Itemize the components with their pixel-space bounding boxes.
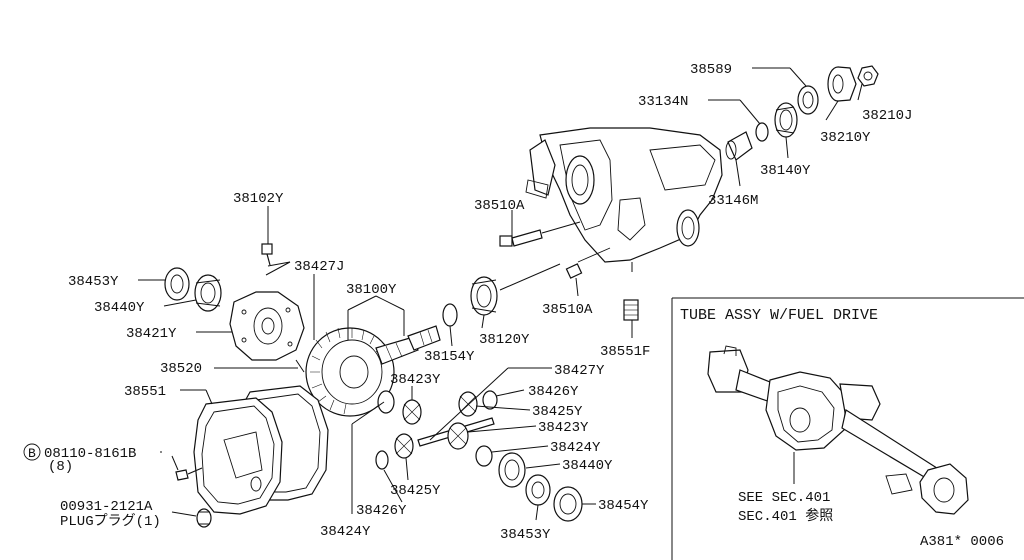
label-38424y-a: 38424Y (550, 440, 601, 456)
label-08110-8161b: 08110-8161B (44, 446, 136, 462)
label-38426y-b: 38426Y (356, 503, 407, 519)
label-38102y: 38102Y (233, 191, 284, 207)
label-38100y: 38100Y (346, 282, 397, 298)
label-38551f: 38551F (600, 344, 650, 360)
inset-sec-ref: SEC.401 参照 (738, 507, 833, 525)
label-00931-2121a: 00931-2121A (60, 499, 153, 515)
label-38453y-bottom: 38453Y (500, 527, 551, 543)
diff-gears (375, 390, 583, 522)
part-labels: 38589 33134N 38210J 38210Y 38140Y 33146M… (23, 62, 912, 543)
label-38120y: 38120Y (479, 332, 530, 348)
label-33134n: 33134N (638, 94, 688, 110)
label-38425y-b: 38425Y (390, 483, 441, 499)
pinion-bearing (442, 263, 561, 327)
inset-title: TUBE ASSY W/FUEL DRIVE (680, 307, 878, 324)
diff-case-ring-gear (164, 267, 441, 417)
leader-lines (138, 67, 863, 521)
bolts (261, 221, 639, 321)
label-38210j: 38210J (862, 108, 912, 124)
label-38210y: 38210Y (820, 130, 871, 146)
label-38154y: 38154Y (424, 349, 475, 365)
label-38425y-a: 38425Y (532, 404, 583, 420)
label-plug-name: PLUGプラグ(1) (60, 513, 161, 530)
label-33146m: 33146M (708, 193, 758, 209)
label-38440y-right: 38440Y (562, 458, 613, 474)
label-38440y-left: 38440Y (94, 300, 145, 316)
inset-panel: TUBE ASSY W/FUEL DRIVE SEE SEC.401 SEC.4… (671, 297, 1024, 560)
label-38421y: 38421Y (126, 326, 177, 342)
label-38427j: 38427J (294, 259, 344, 275)
carrier-housing (525, 127, 723, 272)
label-38140y: 38140Y (760, 163, 811, 179)
label-38589: 38589 (690, 62, 732, 78)
label-08110-qty: (8) (48, 459, 73, 475)
label-38426y-a: 38426Y (528, 384, 579, 400)
label-38454y: 38454Y (598, 498, 649, 514)
circled-b-marker: B (23, 443, 41, 461)
circled-b-letter: B (28, 446, 36, 461)
label-38423y-a: 38423Y (390, 372, 441, 388)
label-38423y-b: 38423Y (538, 420, 589, 436)
label-38551: 38551 (124, 384, 166, 400)
label-38520: 38520 (160, 361, 202, 377)
label-38510a-top: 38510A (474, 198, 525, 214)
rear-cover (175, 385, 329, 528)
pinion-parts (725, 65, 879, 161)
label-38510a-bot: 38510A (542, 302, 593, 318)
inset-see-sec: SEE SEC.401 (738, 490, 830, 506)
figure-code: A381* 0006 (920, 534, 1004, 550)
label-38453y-left: 38453Y (68, 274, 119, 290)
label-38427y: 38427Y (554, 363, 605, 379)
axle-tube-drawing (707, 345, 969, 515)
label-38424y-b: 38424Y (320, 524, 371, 540)
